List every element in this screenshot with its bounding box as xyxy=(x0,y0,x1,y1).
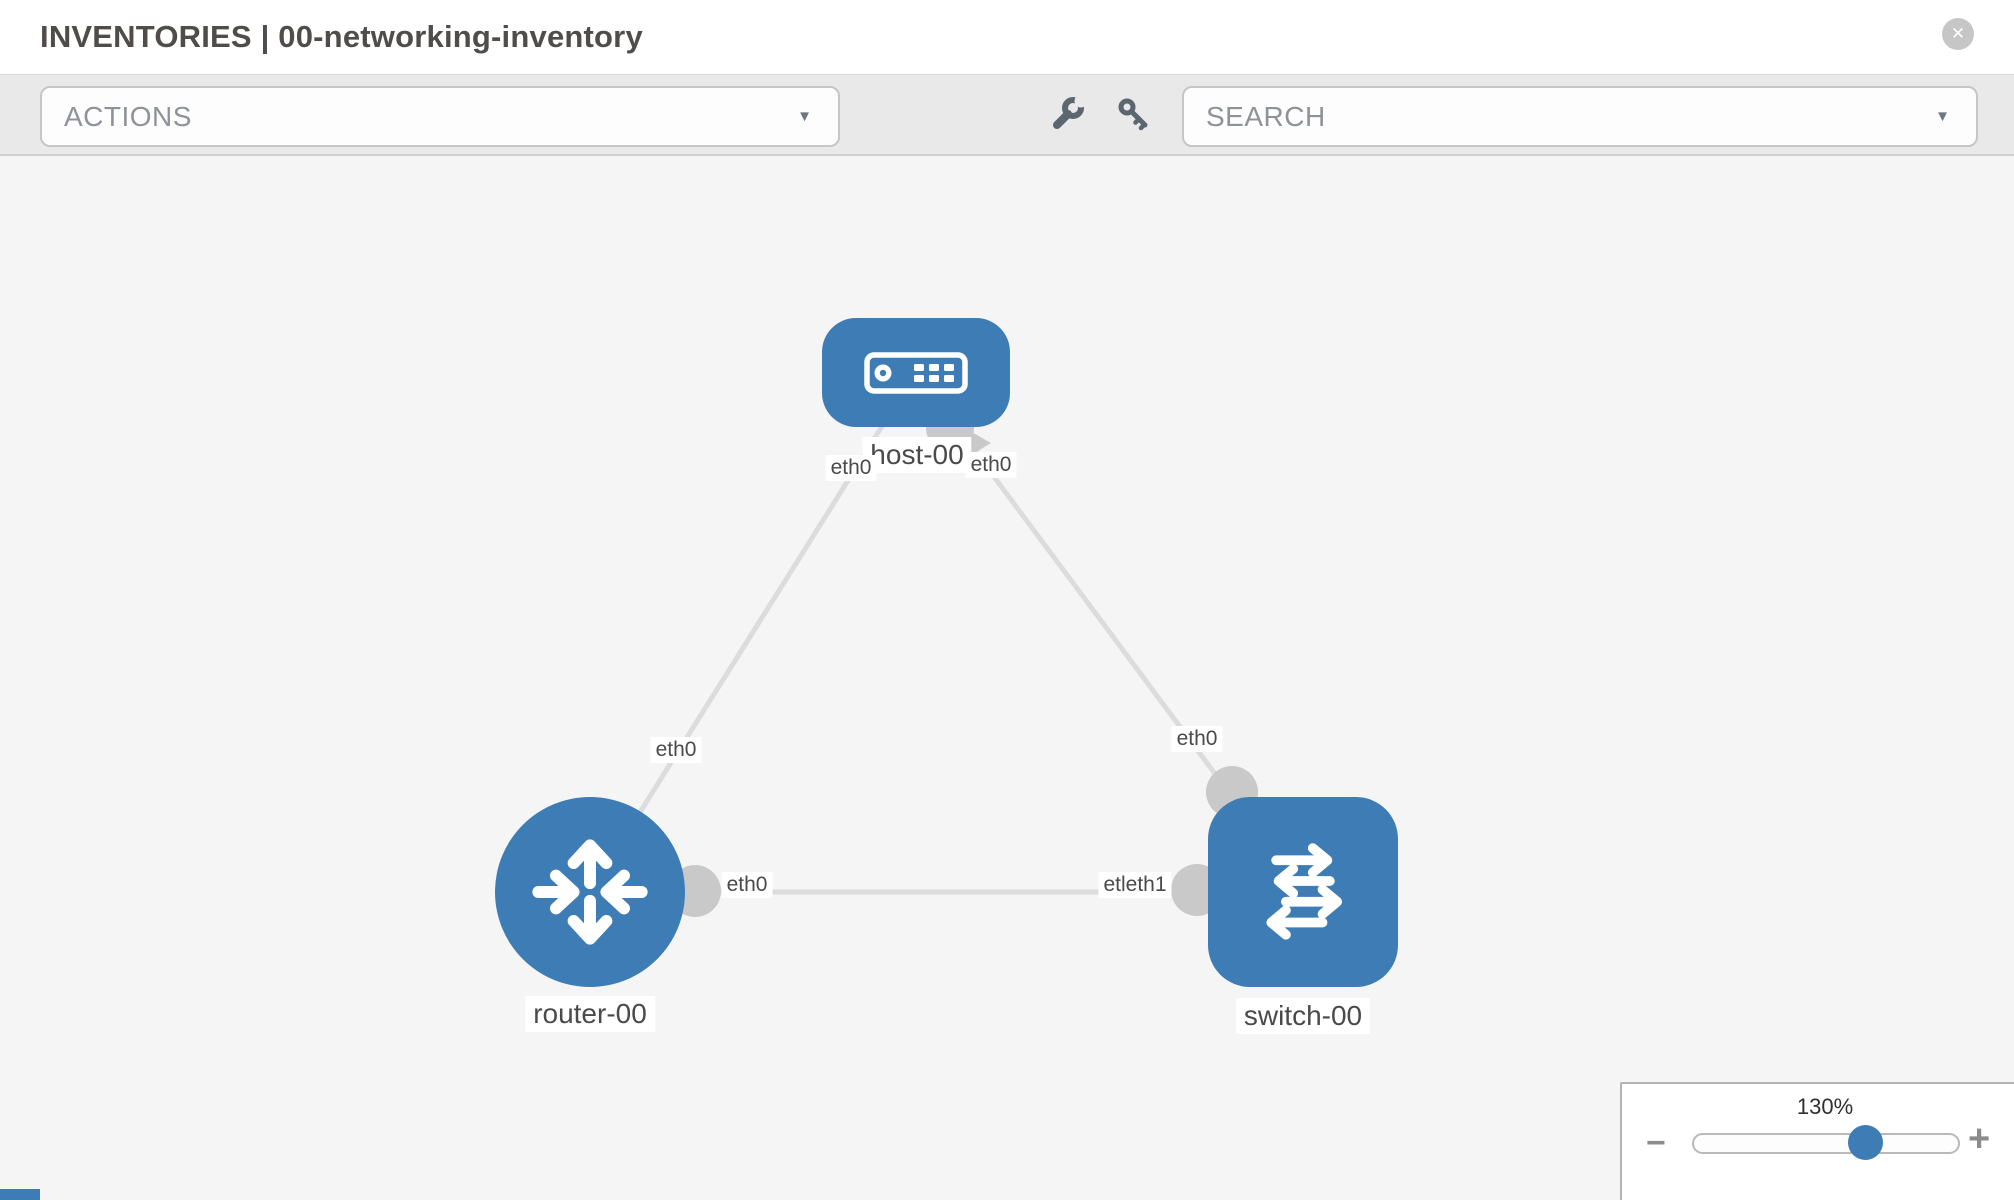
search-dropdown[interactable]: SEARCH ▼ xyxy=(1182,86,1978,147)
zoom-out-button[interactable]: − xyxy=(1646,1124,1666,1162)
interface-label-router-switch-router-end: eth0 xyxy=(721,872,773,898)
key-panel-corner[interactable] xyxy=(0,1189,40,1200)
header-bar: INVENTORIES | 00-networking-inventory ✕ xyxy=(0,0,2014,75)
chevron-down-icon: ▼ xyxy=(797,108,812,125)
node-label-router: router-00 xyxy=(525,996,655,1032)
node-host-00[interactable] xyxy=(822,318,1010,427)
wrench-button[interactable] xyxy=(1050,94,1088,131)
key-icon xyxy=(1118,98,1148,131)
zoom-level: 130% xyxy=(1796,1094,1854,1119)
node-label-host: host-00 xyxy=(862,437,972,473)
interface-label-host-router-host-end: eth0 xyxy=(825,455,877,481)
node-label-switch: switch-00 xyxy=(1235,998,1371,1034)
wrench-icon xyxy=(1053,94,1088,129)
key-button[interactable] xyxy=(1117,97,1151,131)
interface-label-host-switch-host-end: eth0 xyxy=(965,452,1017,478)
close-button[interactable]: ✕ xyxy=(1942,18,1974,50)
router-icon xyxy=(532,839,648,945)
zoom-slider-thumb[interactable] xyxy=(1848,1125,1883,1160)
search-placeholder: SEARCH xyxy=(1206,101,1326,132)
close-icon: ✕ xyxy=(1950,24,1966,43)
interface-label-router-switch-switch-end: etleth1 xyxy=(1098,872,1172,898)
actions-dropdown[interactable]: ACTIONS ▼ xyxy=(40,86,840,147)
interface-label-host-router-router-end: eth0 xyxy=(650,737,702,763)
host-icon xyxy=(864,351,968,394)
interface-label-host-switch-switch-end: eth0 xyxy=(1171,726,1223,752)
page-title: INVENTORIES | 00-networking-inventory xyxy=(40,19,643,54)
node-router-00[interactable] xyxy=(495,797,685,987)
node-switch-00[interactable] xyxy=(1208,797,1398,987)
topology-canvas[interactable]: host-00 router-00 switch-00 eth0 eth0 et… xyxy=(0,156,2014,1200)
zoom-panel: 130% − + xyxy=(1620,1082,2014,1200)
actions-dropdown-label: ACTIONS xyxy=(64,101,192,132)
chevron-down-icon: ▼ xyxy=(1935,108,1950,125)
zoom-in-button[interactable]: + xyxy=(1968,1118,1991,1160)
switch-icon xyxy=(1266,843,1343,940)
edges-layer xyxy=(587,370,1306,917)
toolbar: ACTIONS ▼ SEARCH ▼ xyxy=(0,75,2014,156)
zoom-slider[interactable] xyxy=(1692,1133,1960,1154)
